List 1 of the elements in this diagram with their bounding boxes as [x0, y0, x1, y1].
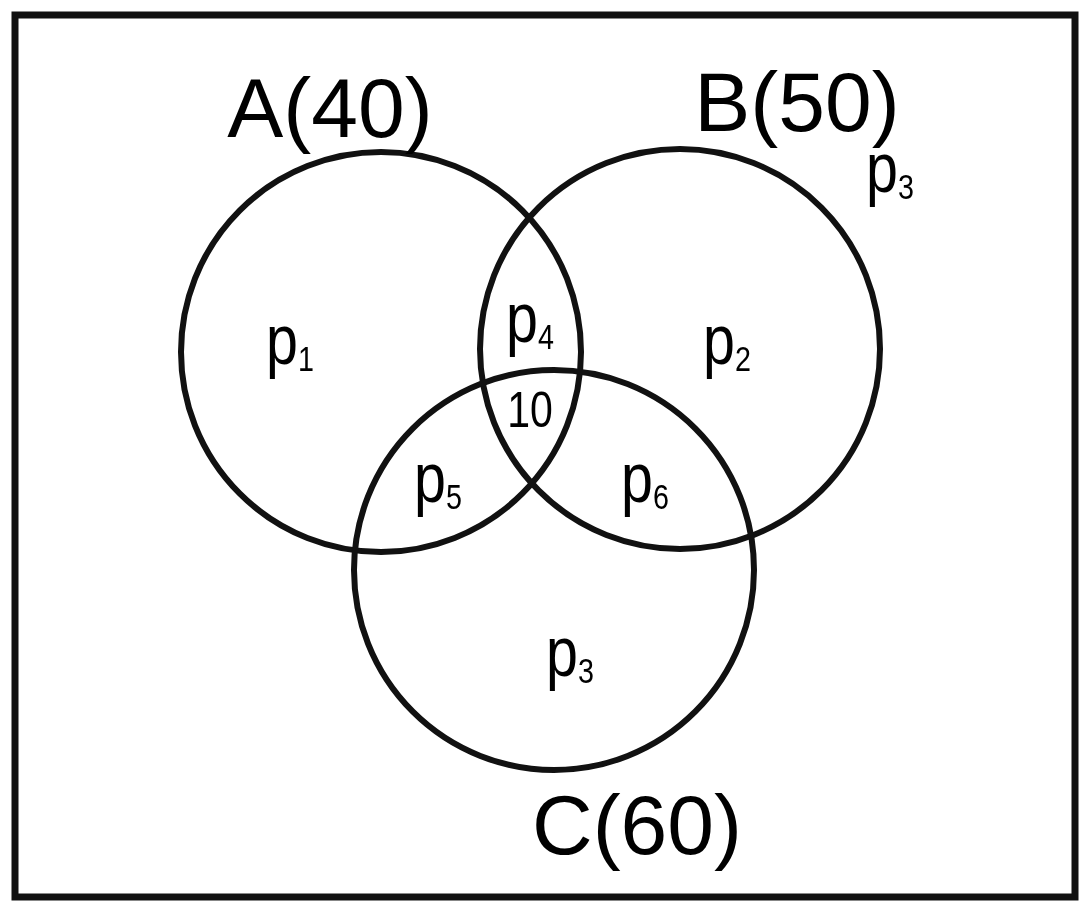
- region-count: 10: [507, 385, 553, 435]
